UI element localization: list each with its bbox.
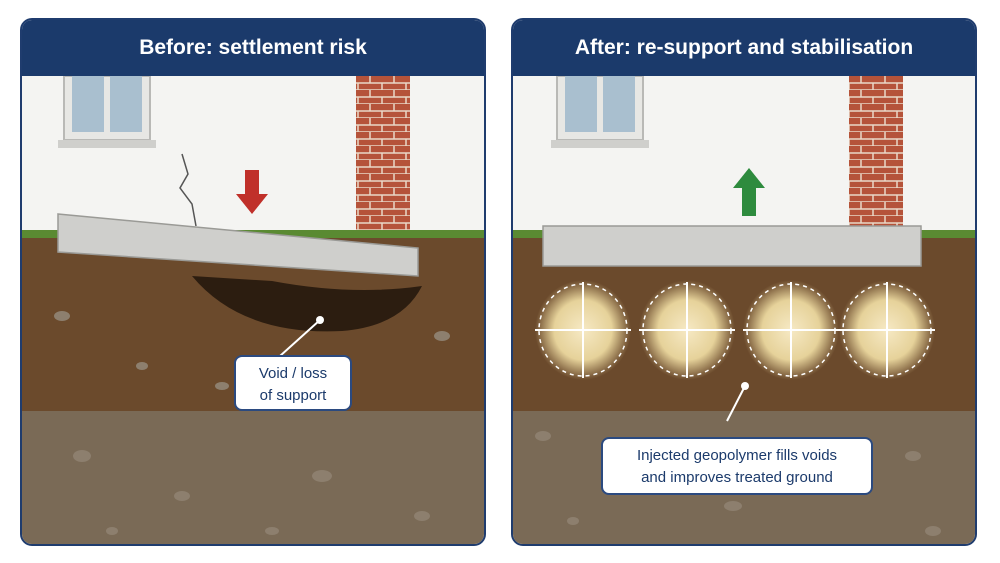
- pebbles: [54, 311, 450, 535]
- geopolymer-callout-line2: and improves treated ground: [641, 469, 833, 486]
- deep-soil: [22, 411, 484, 544]
- after-panel: After: re-support and stabilisation: [511, 18, 977, 546]
- before-illustration: [22, 76, 484, 544]
- window: [58, 76, 156, 148]
- after-panel-title: After: re-support and stabilisation: [513, 20, 975, 76]
- before-scene: [22, 76, 484, 544]
- wall-crack: [179, 153, 197, 227]
- geopolymer-callout: Injected geopolymer fills voids and impr…: [601, 437, 873, 495]
- void-callout-line2: of support: [259, 387, 327, 404]
- tilted-slab: [57, 213, 419, 277]
- before-panel: Before: settlement risk: [20, 18, 486, 546]
- after-illustration: [513, 76, 975, 544]
- brick-column: [356, 76, 410, 246]
- before-panel-title: Before: settlement risk: [22, 20, 484, 76]
- expansion-arrows: [535, 282, 935, 378]
- level-slab: [542, 225, 922, 267]
- up-arrow-icon: [733, 168, 765, 216]
- down-arrow-icon: [236, 170, 268, 214]
- void-leader-line: [279, 319, 321, 357]
- brick-column: [849, 76, 903, 236]
- geo-leader-line: [726, 385, 746, 422]
- void: [192, 276, 422, 332]
- after-scene: [513, 76, 975, 544]
- geopolymer-callout-line1: Injected geopolymer fills voids: [636, 447, 838, 464]
- injection-zones: [535, 280, 935, 380]
- void-callout-line1: Void / loss: [258, 365, 328, 382]
- void-callout: Void / loss of support: [234, 355, 352, 411]
- window: [551, 76, 649, 148]
